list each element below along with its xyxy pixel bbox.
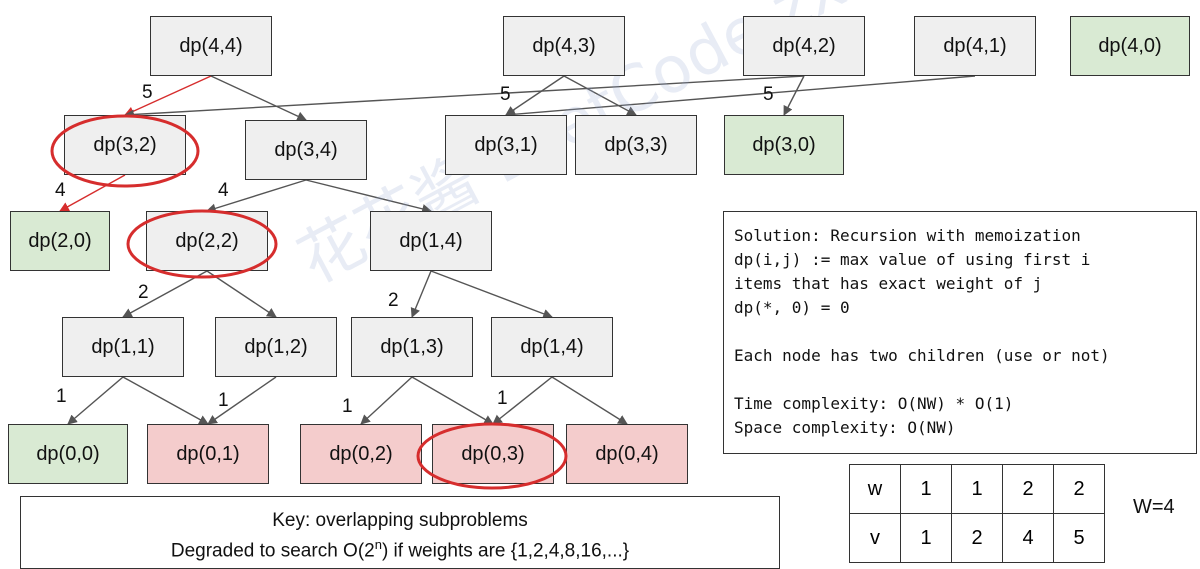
node-n04: dp(0,4) — [566, 424, 688, 484]
edge-n32-n20 — [59, 174, 126, 212]
node-n44: dp(4,4) — [150, 16, 272, 76]
node-n11: dp(1,1) — [62, 317, 184, 377]
solution-line: dp(*, 0) = 0 — [734, 298, 850, 317]
node-n14b: dp(1,4) — [491, 317, 613, 377]
table-cell: 1 — [900, 513, 952, 563]
highlight-circle-n03 — [416, 422, 568, 490]
key-title: Key: overlapping subproblems — [272, 510, 528, 531]
edge-n14a-n14b — [430, 270, 553, 319]
node-n31: dp(3,1) — [445, 115, 567, 175]
solution-box: Solution: Recursion with memoization dp(i… — [723, 211, 1197, 454]
node-n43: dp(4,3) — [503, 16, 625, 76]
edge-n43-n31 — [505, 75, 565, 116]
edge-label-n13-n02: 1 — [342, 396, 353, 417]
edge-n42-n30 — [783, 75, 805, 116]
node-n40: dp(4,0) — [1070, 16, 1190, 76]
edge-n22-n11 — [122, 270, 208, 318]
node-n30: dp(3,0) — [724, 115, 844, 175]
edge-n13-n03 — [411, 376, 494, 425]
edge-label-n14b-n03: 1 — [497, 388, 508, 409]
highlight-circle-n32 — [50, 114, 200, 188]
node-n02: dp(0,2) — [300, 424, 422, 484]
node-n41: dp(4,1) — [914, 16, 1036, 76]
node-n42: dp(4,2) — [743, 16, 865, 76]
edge-n11-n01 — [122, 376, 209, 425]
edge-label-n11-n00: 1 — [56, 386, 67, 407]
key-degraded-exponent: n — [374, 537, 382, 552]
solution-line: items that has exact weight of j — [734, 274, 1043, 293]
edge-label-n32-n20: 4 — [55, 180, 66, 201]
edge-n41-n31 — [505, 75, 976, 120]
node-n32: dp(3,2) — [64, 115, 186, 175]
solution-line: Solution: Recursion with memoization — [734, 226, 1081, 245]
key-degraded-suffix: ) if weights are {1,2,4,8,16,...} — [381, 540, 630, 562]
edge-n44-n32 — [124, 75, 212, 116]
edge-n42-n32 — [124, 75, 805, 120]
edge-n13-n02 — [360, 376, 413, 425]
edge-n12-n01 — [207, 376, 277, 425]
edge-n22-n12 — [206, 270, 277, 318]
edge-n34-n14a — [305, 179, 432, 214]
edge-label-n42-n30: 5 — [763, 84, 774, 105]
edge-n14b-n03 — [492, 376, 553, 425]
node-n01: dp(0,1) — [147, 424, 269, 484]
highlight-circle-n22 — [126, 209, 278, 279]
edge-n44-n34 — [210, 75, 307, 121]
table-cell: 2 — [1002, 464, 1054, 514]
edge-n14a-n13 — [410, 270, 432, 318]
node-n33: dp(3,3) — [575, 115, 697, 175]
edge-label-n43-n31: 5 — [500, 84, 511, 105]
node-n20: dp(2,0) — [10, 211, 110, 271]
node-n22: dp(2,2) — [146, 211, 268, 271]
table-cell: 5 — [1053, 513, 1105, 563]
key-degraded-note: Degraded to search O(2n) if weights are … — [21, 533, 779, 563]
node-n14a: dp(1,4) — [370, 211, 492, 271]
capacity-label: W=4 — [1133, 496, 1175, 518]
edge-n11-n00 — [67, 376, 124, 425]
edge-label-n34-n22: 4 — [218, 180, 229, 201]
edge-n43-n33 — [563, 75, 637, 116]
key-degraded-prefix: Degraded to search O(2 — [170, 540, 375, 562]
solution-line: dp(i,j) := max value of using first i — [734, 250, 1091, 269]
solution-line: Each node has two children (use or not) — [734, 346, 1110, 365]
solution-line: Space complexity: O(NW) — [734, 418, 956, 437]
edge-label-n12-n01: 1 — [218, 390, 229, 411]
table-cell: 1 — [900, 464, 952, 514]
solution-line: Time complexity: O(NW) * O(1) — [734, 394, 1014, 413]
edge-label-n44-n32: 5 — [142, 82, 153, 103]
table-row-header: v — [849, 513, 901, 563]
node-n34: dp(3,4) — [245, 120, 367, 180]
edge-n14b-n04 — [551, 376, 628, 425]
table-cell: 2 — [951, 513, 1003, 563]
key-box: Key: overlapping subproblems Degraded to… — [20, 496, 780, 569]
edge-label-n22-n11: 2 — [138, 282, 149, 303]
table-cell: 4 — [1002, 513, 1054, 563]
edge-label-n14a-n13: 2 — [388, 290, 399, 311]
table-cell: 1 — [951, 464, 1003, 514]
table-row-header: w — [849, 464, 901, 514]
node-n00: dp(0,0) — [8, 424, 128, 484]
node-n13: dp(1,3) — [351, 317, 473, 377]
node-n12: dp(1,2) — [215, 317, 337, 377]
edge-n34-n22 — [206, 179, 307, 214]
